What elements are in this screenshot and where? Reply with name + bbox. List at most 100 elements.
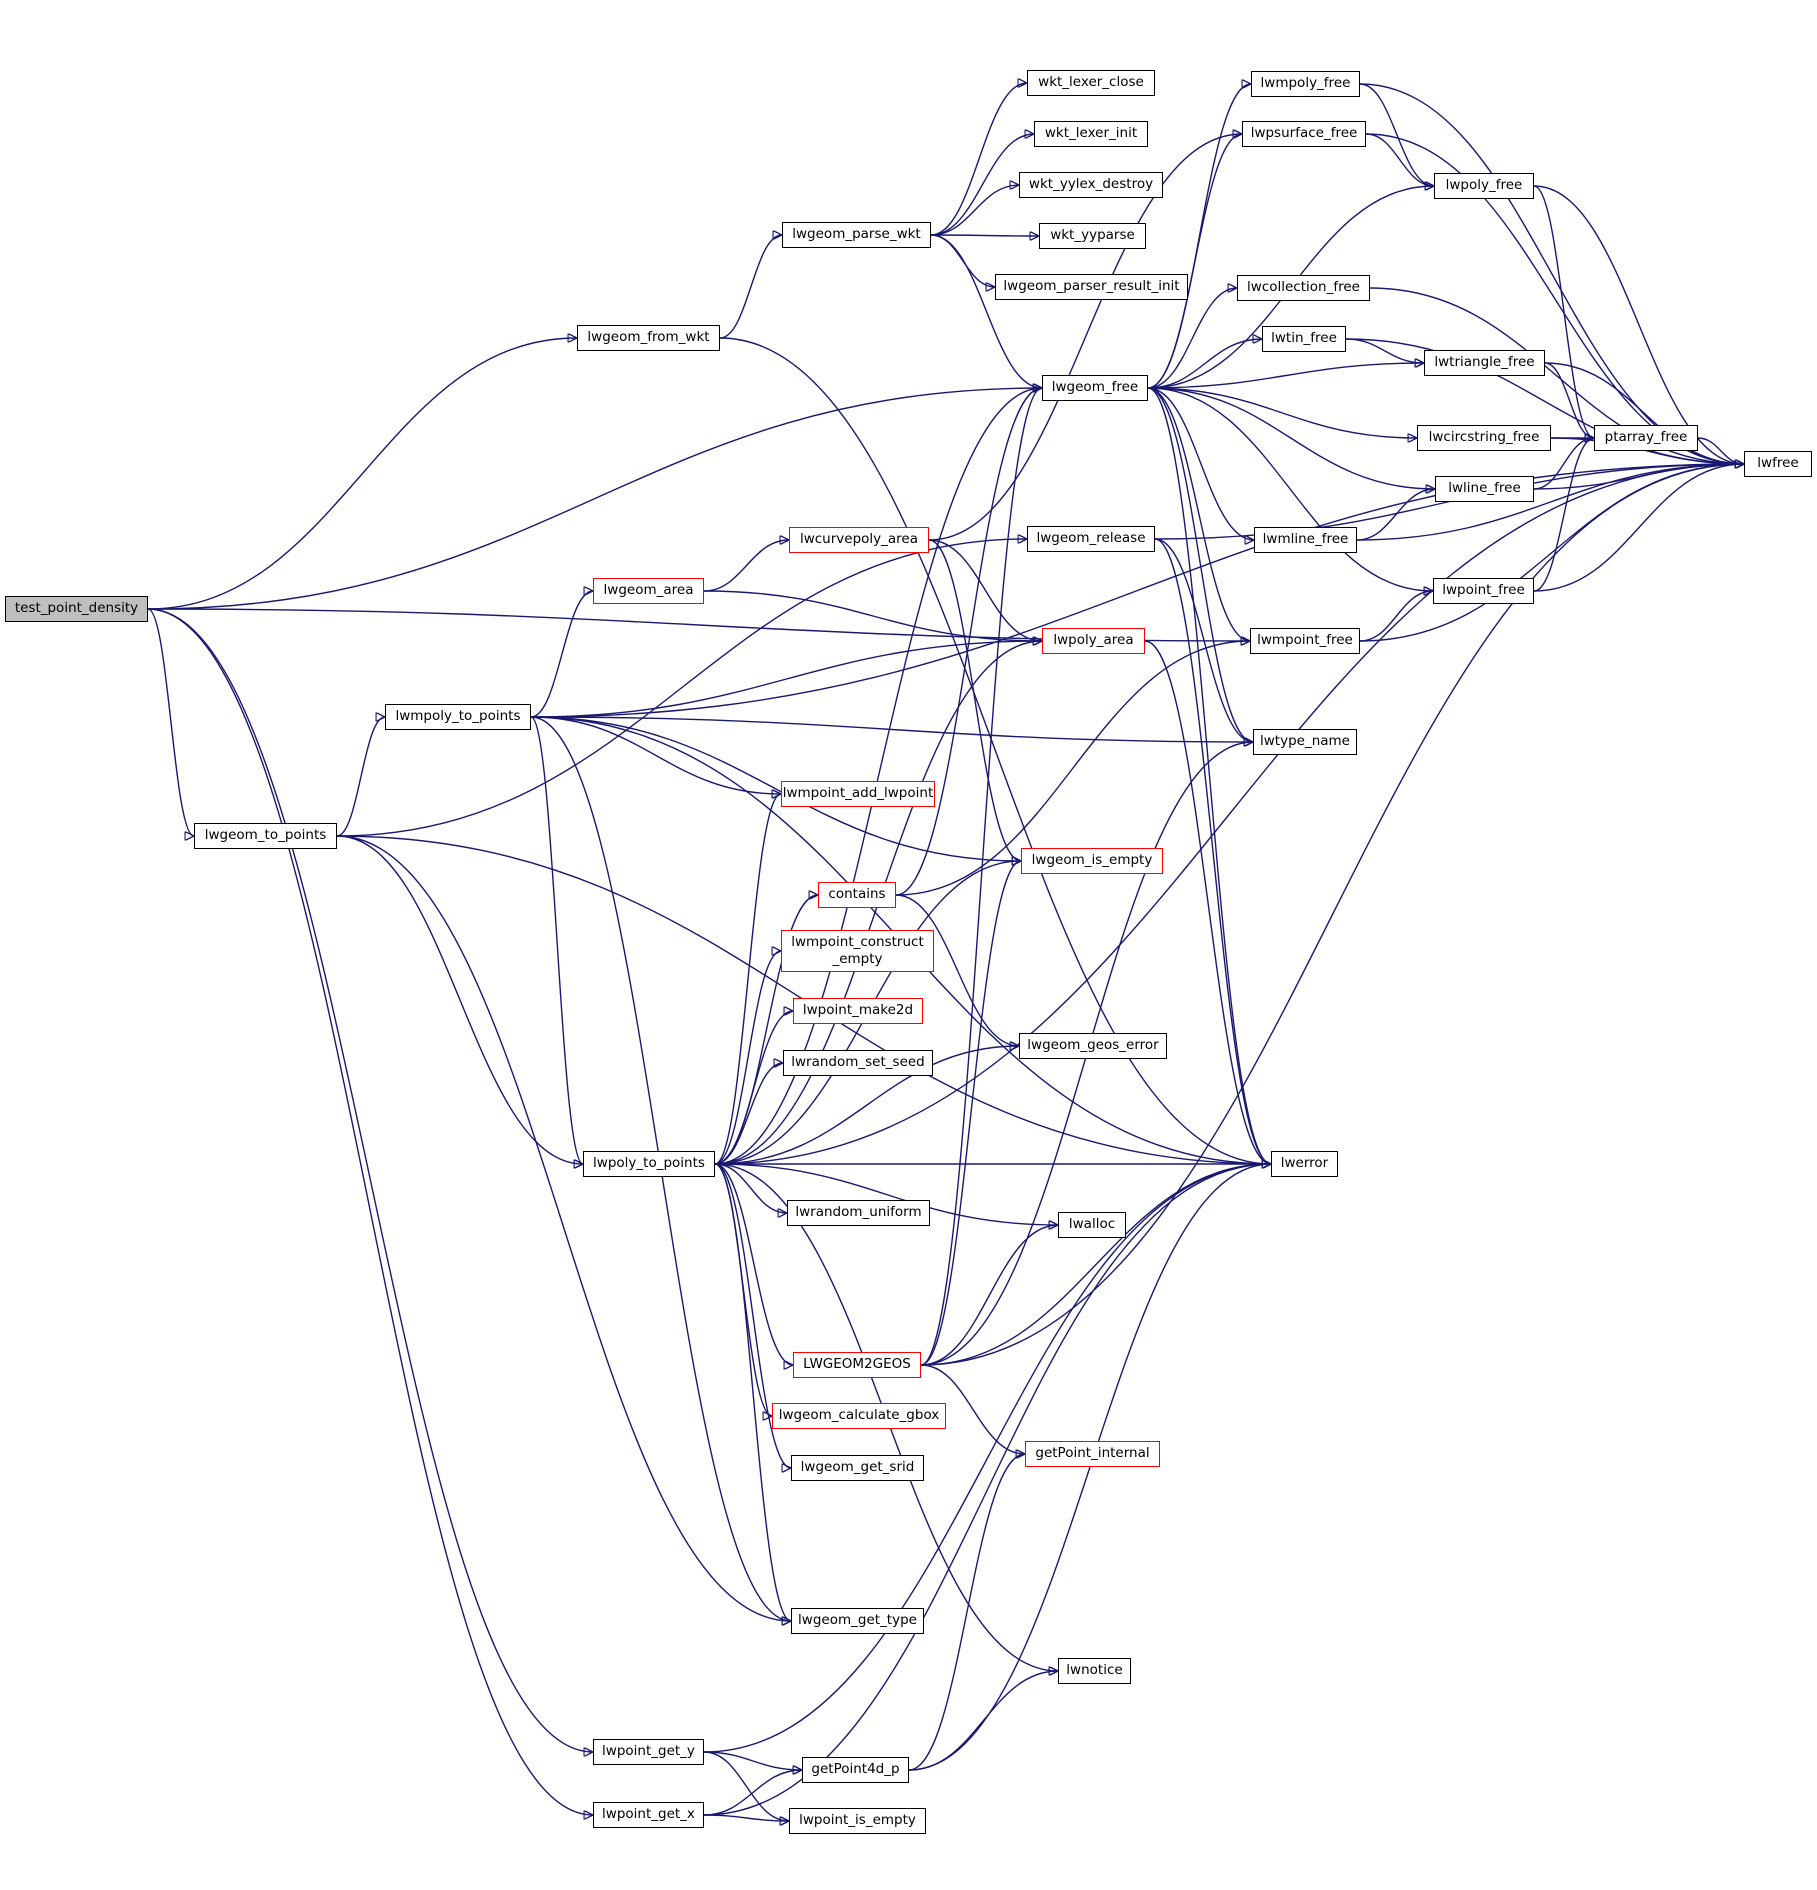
edge-test-point-density-to-lwgeom-free	[147, 388, 1042, 610]
node-test-point-density[interactable]: test_point_density	[5, 596, 148, 622]
edge-lwgeom2geos-to-lwalloc	[920, 1225, 1058, 1366]
edge-lwgeom-parse-wkt-to-wkt-yylex-destroy	[930, 185, 1019, 236]
edge-lwpoly-to-points-to-lwgeom-get-srid	[714, 1163, 791, 1468]
edge-lwgeom-free-to-lwerror	[1147, 387, 1271, 1164]
node-wkt-lexer-init[interactable]: wkt_lexer_init	[1034, 121, 1148, 147]
node-lwgeom-to-points[interactable]: lwgeom_to_points	[194, 823, 337, 849]
node-lwpoint-make2d[interactable]: lwpoint_make2d	[793, 998, 923, 1024]
edge-lwpoly-to-points-to-lwmpoint-construct-empty	[714, 951, 781, 1165]
edge-lwpoly-to-points-to-lwalloc	[714, 1163, 1058, 1225]
edge-lwmline-free-to-lwline-free	[1356, 489, 1435, 541]
edge-lwgeom-free-to-lwpoint-free	[1147, 387, 1433, 591]
node-lwrandom-set-seed[interactable]: lwrandom_set_seed	[783, 1050, 933, 1076]
edge-lwpoly-area-to-lwerror	[1144, 640, 1271, 1164]
node-lwgeom-parse-wkt[interactable]: lwgeom_parse_wkt	[782, 222, 931, 248]
edge-lwpoly-to-points-to-lwgeom-get-type	[714, 1163, 791, 1621]
edge-lwgeom-to-points-to-lwgeom-get-type	[336, 835, 791, 1621]
node-lwmpoly-to-points[interactable]: lwmpoly_to_points	[385, 704, 531, 730]
node-getpoint4d-p[interactable]: getPoint4d_p	[802, 1757, 909, 1783]
node-lwline-free[interactable]: lwline_free	[1435, 476, 1534, 502]
edge-lwmpoint-free-to-lwfree	[1359, 464, 1744, 642]
node-lwgeom-area[interactable]: lwgeom_area	[593, 578, 704, 604]
node-lwpoly-area[interactable]: lwpoly_area	[1042, 628, 1145, 654]
node-ptarray-free[interactable]: ptarray_free	[1594, 425, 1698, 451]
edge-lwcollection-free-to-lwfree	[1369, 287, 1744, 464]
node-contains[interactable]: contains	[818, 882, 896, 908]
edge-lwpoint-free-to-lwfree	[1533, 464, 1744, 592]
edge-lwtriangle-free-to-lwfree	[1544, 362, 1744, 464]
edge-lwgeom-to-points-to-lwgeom-release	[336, 539, 1027, 837]
node-wkt-yylex-destroy[interactable]: wkt_yylex_destroy	[1019, 172, 1163, 198]
node-wkt-yyparse[interactable]: wkt_yyparse	[1039, 223, 1146, 249]
node-lwmpoly-free[interactable]: lwmpoly_free	[1251, 71, 1360, 97]
edge-lwgeom-free-to-lwmpoint-free	[1147, 387, 1250, 641]
node-lwmpoint-add-lwpoint[interactable]: lwmpoint_add_lwpoint	[781, 781, 935, 807]
node-lwalloc[interactable]: lwalloc	[1058, 1212, 1126, 1238]
node-lwpoly-free[interactable]: lwpoly_free	[1434, 173, 1534, 199]
node-lwmpoint-free[interactable]: lwmpoint_free	[1250, 628, 1360, 654]
node-lwgeom-release[interactable]: lwgeom_release	[1027, 526, 1155, 552]
edge-lwgeom-to-points-to-lwmpoly-to-points	[336, 717, 385, 837]
node-lwnotice[interactable]: lwnotice	[1058, 1658, 1131, 1684]
node-lwgeom-free[interactable]: lwgeom_free	[1042, 375, 1148, 401]
node-lwtriangle-free[interactable]: lwtriangle_free	[1424, 350, 1545, 376]
edge-test-point-density-to-lwpoint-get-x	[147, 608, 593, 1815]
node-lwcollection-free[interactable]: lwcollection_free	[1237, 275, 1370, 301]
node-lwtin-free[interactable]: lwtin_free	[1262, 326, 1346, 352]
node-lwpoint-free[interactable]: lwpoint_free	[1433, 578, 1534, 604]
node-lwpsurface-free[interactable]: lwpsurface_free	[1242, 121, 1366, 147]
node-lwgeom-geos-error[interactable]: lwgeom_geos_error	[1019, 1033, 1167, 1059]
node-lwpoly-to-points[interactable]: lwpoly_to_points	[583, 1151, 715, 1177]
node-lwgeom-parser-result-init[interactable]: lwgeom_parser_result_init	[995, 274, 1188, 300]
node-getpoint-internal[interactable]: getPoint_internal	[1025, 1441, 1160, 1467]
edge-lwgeom-area-to-lwcurvepoly-area	[703, 540, 789, 592]
node-lwpoint-get-x[interactable]: lwpoint_get_x	[593, 1802, 704, 1828]
node-lwpoint-is-empty[interactable]: lwpoint_is_empty	[789, 1808, 926, 1834]
edge-lwline-free-to-lwfree	[1533, 464, 1744, 490]
edge-lwpoly-to-points-to-lwgeom2geos	[714, 1163, 793, 1365]
node-lwgeom-get-type[interactable]: lwgeom_get_type	[791, 1608, 924, 1634]
edge-getpoint4d-p-to-getpoint-internal	[908, 1454, 1025, 1771]
edge-lwpoly-free-to-ptarray-free	[1533, 185, 1594, 438]
edge-lwgeom-parse-wkt-to-wkt-yyparse	[930, 235, 1039, 236]
edge-lwgeom-from-wkt-to-lwgeom-parse-wkt	[719, 235, 782, 339]
edge-lwpoly-to-points-to-lwfree	[714, 464, 1744, 1165]
edge-lwpoint-get-x-to-getpoint4d-p	[703, 1770, 802, 1816]
node-lwpoint-get-y[interactable]: lwpoint_get_y	[593, 1739, 704, 1765]
node-wkt-lexer-close[interactable]: wkt_lexer_close	[1027, 70, 1155, 96]
edge-lwmpoly-to-points-to-lwpoly-area	[530, 641, 1042, 718]
node-lwgeom-is-empty[interactable]: lwgeom_is_empty	[1021, 848, 1163, 874]
node-lwcircstring-free[interactable]: lwcircstring_free	[1417, 425, 1551, 451]
node-lwgeom-from-wkt[interactable]: lwgeom_from_wkt	[577, 325, 720, 351]
node-lwgeom-get-srid[interactable]: lwgeom_get_srid	[791, 1455, 924, 1481]
edge-lwgeom2geos-to-getpoint-internal	[920, 1364, 1025, 1454]
node-lwfree[interactable]: lwfree	[1744, 451, 1812, 477]
node-lwgeom2geos[interactable]: LWGEOM2GEOS	[793, 1352, 921, 1378]
edge-lwpoly-to-points-to-lwrandom-uniform	[714, 1163, 787, 1213]
edge-lwpoint-get-y-to-lwerror	[703, 1164, 1271, 1753]
edge-lwgeom2geos-to-lwerror	[920, 1164, 1271, 1366]
edge-lwcurvepoly-area-to-lwpoly-area	[928, 539, 1042, 641]
node-lwcurvepoly-area[interactable]: lwcurvepoly_area	[789, 527, 929, 553]
edge-lwpoly-free-to-lwfree	[1533, 185, 1744, 464]
edge-lwgeom-free-to-lwtriangle-free	[1147, 363, 1424, 389]
edge-lwcurvepoly-area-to-lwpsurface-free	[928, 134, 1242, 541]
edge-lwgeom-parse-wkt-to-wkt-lexer-init	[930, 134, 1034, 236]
edge-lwpsurface-free-to-lwpoly-free	[1365, 133, 1434, 186]
edge-lwgeom-free-to-lwpsurface-free	[1147, 134, 1242, 389]
edge-lwgeom-parse-wkt-to-wkt-lexer-close	[930, 83, 1027, 236]
edge-test-point-density-to-lwpoint-get-y	[147, 608, 593, 1752]
edge-lwmpoly-to-points-to-lwpoly-to-points	[530, 716, 584, 1164]
edge-test-point-density-to-lwgeom-to-points	[147, 608, 194, 836]
node-lwmline-free[interactable]: lwmline_free	[1254, 527, 1357, 553]
edge-lwgeom-free-to-lwcircstring-free	[1147, 387, 1417, 438]
edge-getpoint4d-p-to-lwnotice	[908, 1671, 1058, 1771]
edge-lwmpoly-to-points-to-lwmpoint-add-lwpoint	[530, 716, 781, 794]
node-lwmpoint-construct-empty[interactable]: lwmpoint_construct _empty	[781, 930, 934, 972]
node-lwerror[interactable]: lwerror	[1271, 1151, 1338, 1177]
node-lwgeom-calculate-gbox[interactable]: lwgeom_calculate_gbox	[772, 1403, 946, 1429]
node-lwrandom-uniform[interactable]: lwrandom_uniform	[787, 1200, 930, 1226]
node-lwtype-name[interactable]: lwtype_name	[1253, 729, 1357, 755]
edge-lwgeom-free-to-lwmline-free	[1147, 387, 1254, 540]
